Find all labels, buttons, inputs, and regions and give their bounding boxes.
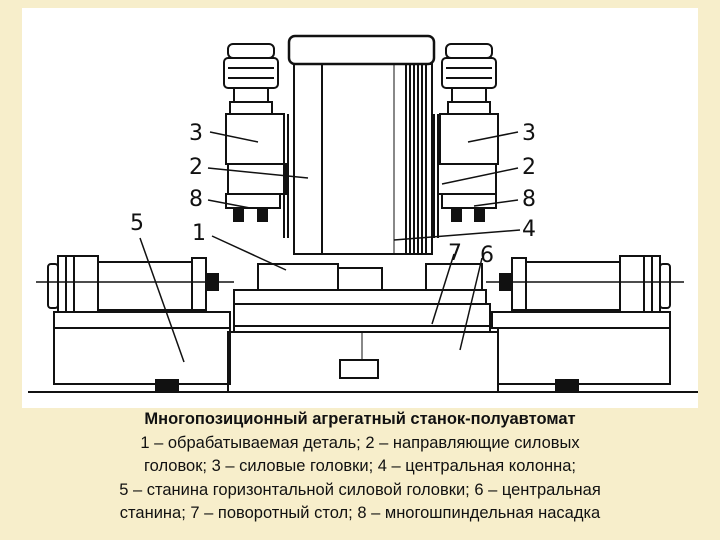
caption-line-2: головок; 3 – силовые головки; 4 – центра… [143,457,576,475]
label-2-left: 2 [189,155,203,180]
label-2-right: 2 [522,155,536,180]
machine-drawing: 3 2 8 1 5 3 2 8 4 7 6 [22,8,698,408]
caption-line-3: 5 – станина горизонтальной силовой голов… [119,480,601,499]
central-bed [227,331,499,393]
figure-caption: Многопозиционный агрегатный станок-полуа… [0,408,720,526]
right-power-head [433,43,499,238]
label-1: 1 [192,221,206,246]
caption-title: Многопозиционный агрегатный станок-полуа… [144,410,576,428]
caption-line-4: станина; 7 – поворотный стол; 8 – многош… [119,504,601,522]
label-8-right: 8 [522,187,536,212]
label-5: 5 [130,211,144,236]
label-3-right: 3 [522,121,536,146]
left-horizontal-unit [28,255,234,393]
right-horizontal-unit [486,255,698,393]
label-3-left: 3 [189,121,203,146]
central-column [287,34,436,255]
left-power-head [223,43,289,238]
label-6: 6 [480,243,494,268]
leader-lines [139,131,521,363]
label-7: 7 [448,241,462,266]
label-4: 4 [522,217,536,242]
label-8-left: 8 [189,187,203,212]
caption-line-1: 1 – обрабатываемая деталь; 2 – направляю… [140,433,580,452]
rotary-table [233,263,491,333]
